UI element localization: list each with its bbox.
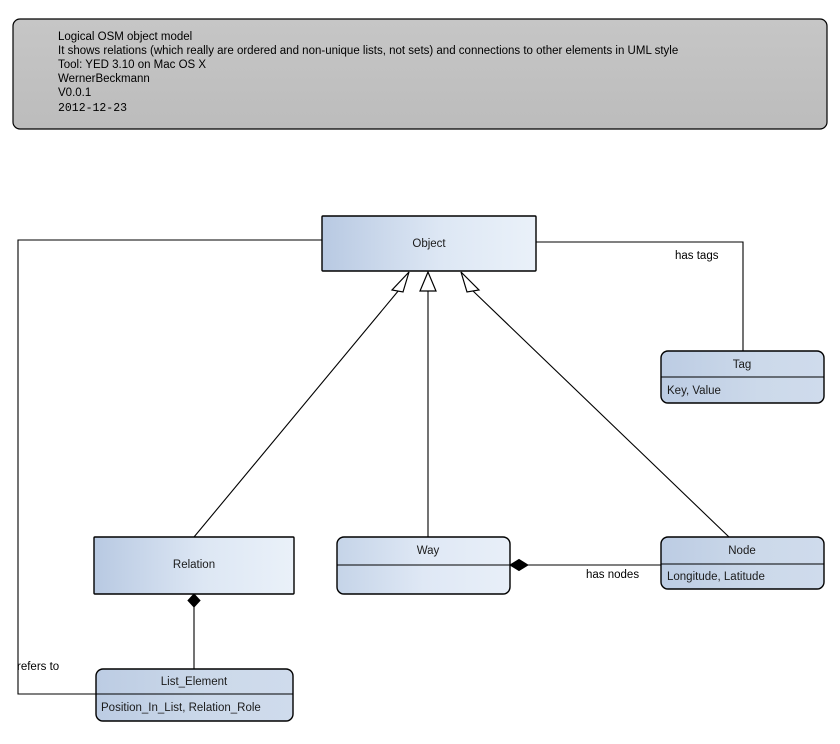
edge-has-tags-label: has tags bbox=[675, 250, 719, 262]
edge-generalization-relation-line bbox=[193, 289, 400, 538]
note-line-2: It shows relations (which really are ord… bbox=[58, 45, 678, 57]
edge-generalization-way-arrow bbox=[419, 270, 437, 292]
edge-has-nodes-diamond bbox=[509, 558, 529, 572]
class-box-node-rect[interactable] bbox=[660, 536, 825, 590]
class-box-list-element-rect[interactable] bbox=[95, 668, 294, 722]
edge-generalization-node-arrow bbox=[460, 271, 481, 293]
edge-generalization-node bbox=[460, 271, 730, 538]
class-box-list-element-attributes: Position_In_List, Relation_Role bbox=[101, 702, 261, 714]
class-box-way[interactable]: Way bbox=[336, 536, 511, 595]
note-line-4: WernerBeckmann bbox=[58, 73, 150, 85]
class-box-relation[interactable]: Relation bbox=[93, 536, 295, 595]
note-line-3: Tool: YED 3.10 on Mac OS X bbox=[58, 59, 206, 71]
edge-refers-to-label: refers to bbox=[17, 661, 59, 673]
edge-generalization-node-line bbox=[471, 289, 730, 538]
edge-has-tags-line bbox=[536, 241, 744, 351]
class-box-tag-title: Tag bbox=[733, 359, 752, 371]
class-box-node-attributes: Longitude, Latitude bbox=[667, 571, 765, 583]
edge-generalization-relation-arrow bbox=[390, 271, 410, 293]
class-box-relation-rect[interactable] bbox=[93, 536, 295, 595]
edge-refers-to: refers to bbox=[17, 239, 322, 695]
note-line-1: Logical OSM object model bbox=[58, 31, 192, 43]
edge-refers-to-line bbox=[17, 239, 322, 695]
edge-has-tags: has tags bbox=[517, 235, 744, 351]
class-box-list-element-title: List_Element bbox=[161, 676, 228, 688]
class-box-object-title: Object bbox=[412, 238, 446, 250]
edge-has-nodes-label: has nodes bbox=[586, 569, 639, 581]
class-box-list-element[interactable]: List_Element Position_In_List, Relation_… bbox=[95, 668, 294, 722]
note-box-rect bbox=[12, 18, 828, 130]
edge-relation-list-element-diamond bbox=[187, 593, 201, 608]
edge-has-nodes: has nodes bbox=[509, 558, 662, 581]
edge-generalization-way bbox=[419, 270, 437, 537]
edge-relation-list-element bbox=[187, 593, 201, 669]
edge-generalization-relation bbox=[193, 271, 410, 538]
class-box-object-rect[interactable] bbox=[321, 215, 537, 272]
note-line-5: V0.0.1 bbox=[58, 87, 91, 99]
class-box-relation-title: Relation bbox=[173, 559, 215, 571]
class-box-tag-attributes: Key, Value bbox=[667, 385, 721, 397]
note-box: Logical OSM object model It shows relati… bbox=[12, 18, 828, 130]
class-box-tag[interactable]: Tag Key, Value bbox=[660, 350, 825, 404]
class-box-node[interactable]: Node Longitude, Latitude bbox=[660, 536, 825, 590]
class-box-object[interactable]: Object bbox=[321, 215, 537, 272]
class-box-way-title: Way bbox=[417, 545, 440, 557]
class-box-node-title: Node bbox=[728, 545, 756, 557]
note-date-line: 2012-12-23 bbox=[58, 102, 127, 115]
